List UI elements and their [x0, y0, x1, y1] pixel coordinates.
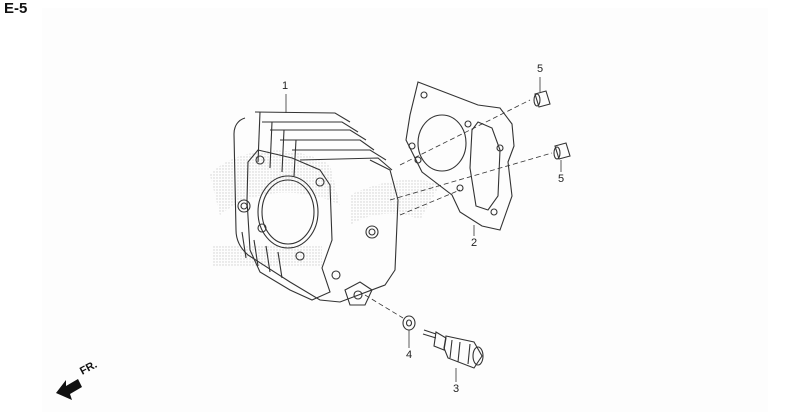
callout-4[interactable]: 4	[406, 349, 413, 361]
callout-5-lower[interactable]: 5	[558, 173, 565, 185]
callout-2[interactable]: 2	[471, 237, 478, 249]
callout-3[interactable]: 3	[453, 383, 460, 395]
part-cylinder-gasket[interactable]	[405, 81, 515, 231]
front-direction-arrow-icon	[56, 379, 82, 400]
part-dowel-pin-upper[interactable]	[533, 90, 551, 108]
part-washer[interactable]	[402, 315, 416, 331]
section-code: E-5	[4, 0, 28, 17]
assembly-lines	[364, 99, 553, 319]
callout-5-upper[interactable]: 5	[537, 63, 544, 75]
part-dowel-pin-lower[interactable]	[553, 142, 571, 160]
callout-1[interactable]: 1	[282, 80, 289, 92]
part-cylinder[interactable]	[233, 111, 399, 306]
leader-lines	[285, 77, 562, 382]
part-thermo-sensor[interactable]	[422, 329, 484, 369]
